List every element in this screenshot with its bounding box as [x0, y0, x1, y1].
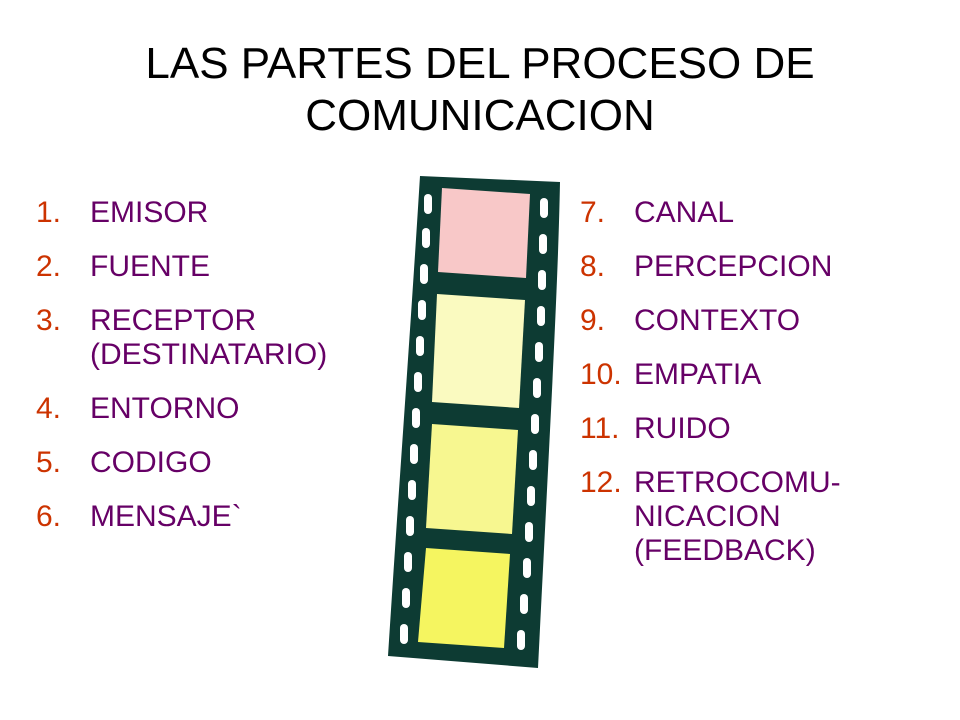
item-number: 3.	[36, 304, 62, 337]
film-perforations-left	[400, 194, 432, 644]
item-text: FUENTE	[90, 250, 210, 283]
item-number: 9.	[580, 304, 606, 337]
film-frame-1	[438, 188, 530, 278]
list-item: 7. CANAL	[580, 196, 841, 230]
list-item: 2. FUENTE	[36, 250, 327, 284]
item-number: 6.	[36, 500, 62, 533]
film-frame-3	[426, 424, 518, 534]
item-text: CONTEXTO	[634, 304, 801, 337]
list-item: 10. EMPATIA	[580, 358, 841, 392]
list-item: 5. CODIGO	[36, 446, 327, 480]
list-item: 4. ENTORNO	[36, 392, 327, 426]
right-list: 7. CANAL 8. PERCEPCION 9. CONTEXTO 10. EMPA…	[580, 196, 841, 588]
item-text: PERCEPCION	[634, 250, 833, 283]
title-line-1: LAS PARTES DEL PROCESO DE	[145, 39, 815, 88]
item-text: MENSAJE`	[90, 500, 242, 533]
item-number: 1.	[36, 196, 62, 229]
item-number: 8.	[580, 250, 606, 283]
film-frame-2	[432, 294, 525, 408]
item-text: ENTORNO	[90, 392, 240, 425]
item-number: 11.	[580, 412, 620, 445]
item-text: RUIDO	[634, 412, 731, 445]
slide-title: LAS PARTES DEL PROCESO DE COMUNICACION	[0, 38, 960, 142]
list-item: 3. RECEPTOR (DESTINATARIO)	[36, 304, 327, 372]
list-item: 6. MENSAJE`	[36, 500, 327, 534]
film-frame-4	[418, 548, 510, 648]
item-number: 10.	[580, 358, 622, 391]
film-strip-body	[388, 176, 560, 668]
item-text: RETROCOMU- NICACION (FEEDBACK)	[634, 466, 841, 567]
item-number: 4.	[36, 392, 62, 425]
item-text: RECEPTOR (DESTINATARIO)	[90, 304, 328, 371]
title-line-2: COMUNICACION	[305, 91, 655, 140]
list-item: 1. EMISOR	[36, 196, 327, 230]
item-text: EMPATIA	[634, 358, 762, 391]
film-strip-clipart	[388, 176, 560, 668]
film-perforations-right	[517, 198, 548, 650]
left-list: 1. EMISOR 2. FUENTE 3. RECEPTOR (DESTINATAR…	[36, 196, 327, 554]
list-item: 12. RETROCOMU- NICACION (FEEDBACK)	[580, 466, 841, 568]
list-item: 11. RUIDO	[580, 412, 841, 446]
list-item: 8. PERCEPCION	[580, 250, 841, 284]
item-number: 12.	[580, 466, 622, 499]
item-text: EMISOR	[90, 196, 209, 229]
item-text: CODIGO	[90, 446, 212, 479]
item-text: CANAL	[634, 196, 735, 229]
list-item: 9. CONTEXTO	[580, 304, 841, 338]
item-number: 2.	[36, 250, 62, 283]
item-number: 5.	[36, 446, 62, 479]
item-number: 7.	[580, 196, 606, 229]
